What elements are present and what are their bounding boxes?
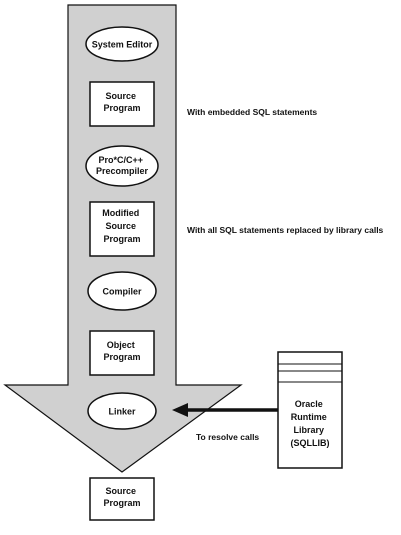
node-source-program: Source Program [89,81,155,127]
node-source-program-line-2: Program [103,103,140,113]
node-precompiler-line-2: Precompiler [96,166,149,176]
node-source-program-shape [89,81,155,127]
node-modified-source-program-line-2: Source [105,221,136,231]
svg-text:Object Program: Object Program [103,340,140,362]
library-to-linker-arrow [172,403,278,417]
node-runtime-library-line-2: Runtime [291,412,327,422]
node-runtime-library-line-1: Oracle [295,399,323,409]
svg-text:Source Program: Source Program [103,486,140,508]
node-modified-source-program-line-1: Modified [102,208,139,218]
node-object-program-line-1: Object [107,340,135,350]
svg-text:Linker: Linker [108,407,136,417]
node-object-program: Object Program [89,330,155,376]
node-precompiler-shape [85,145,159,187]
node-modified-source-program-shape [89,201,155,257]
svg-text:Source Program: Source Program [103,91,140,113]
node-runtime-library: Oracle Runtime Library (SQLLIB) [277,351,343,469]
node-linker: Linker [87,392,157,430]
node-object-program-shape [89,330,155,376]
node-modified-source-program: Modified Source Program [89,201,155,257]
node-output-source-program-shape [89,477,155,521]
svg-text:System Editor: System Editor [92,40,153,50]
arrowhead-icon [172,403,188,417]
node-linker-line-1: Linker [108,407,136,417]
node-runtime-library-line-3: Library [293,425,324,435]
node-output-source-program: Source Program [89,477,155,521]
note-resolve-calls: To resolve calls [196,432,259,442]
node-modified-source-program-line-3: Program [103,234,140,244]
node-precompiler-line-1: Pro*C/C++ [98,155,143,165]
svg-text:Compiler: Compiler [102,287,142,297]
svg-text:Pro*C/C++ Precompiler: Pro*C/C++ Precompiler [96,155,149,176]
node-output-source-program-line-2: Program [103,498,140,508]
note-replaced-sql: With all SQL statements replaced by libr… [187,225,384,235]
node-precompiler: Pro*C/C++ Precompiler [85,145,159,187]
node-compiler-shape [87,271,157,311]
node-system-editor: System Editor [85,26,159,62]
node-compiler-line-1: Compiler [102,287,142,297]
node-output-source-program-line-1: Source [105,486,136,496]
svg-text:Modified Source Pr: Modified Source Program [102,208,142,244]
svg-text:Oracle Runtime Lib: Oracle Runtime Library (SQLLIB) [291,399,330,448]
node-runtime-library-shape [277,351,343,469]
node-object-program-line-2: Program [103,352,140,362]
node-compiler: Compiler [87,271,157,311]
node-linker-shape [87,392,157,430]
node-runtime-library-line-4: (SQLLIB) [291,438,330,448]
node-system-editor-line-1: System Editor [92,40,153,50]
note-embedded-sql: With embedded SQL statements [187,107,317,117]
node-source-program-line-1: Source [105,91,136,101]
node-system-editor-shape [85,26,159,62]
